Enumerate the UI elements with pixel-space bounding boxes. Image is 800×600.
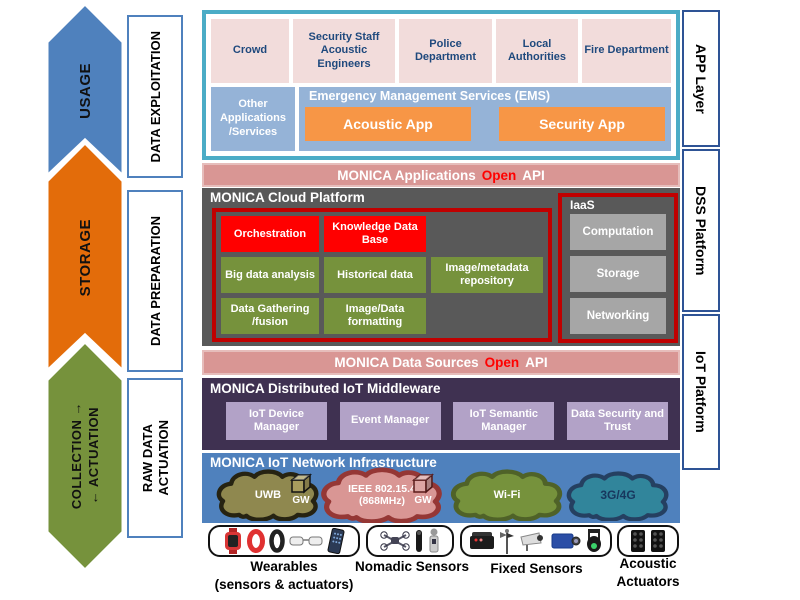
network-panel: MONICA IoT Network Infrastructure UWB IE…	[202, 453, 680, 523]
cloud-shape	[566, 471, 669, 521]
service-image-metadata-repository: Image/metadata repository	[431, 257, 543, 293]
ems-title: Emergency Management Services (EMS)	[309, 89, 551, 103]
fixed-sensors-label: Fixed Sensors	[490, 561, 583, 576]
cctv-camera-icon	[520, 532, 543, 551]
drone-icon	[380, 531, 410, 551]
ieee-label: IEEE 802.15.4 (868MHz)	[348, 482, 416, 507]
sound-meter-icon	[429, 528, 439, 553]
stage-raw-data-actuation: RAW DATA ACTUATION	[127, 378, 183, 538]
data-sources-api-suffix: API	[525, 355, 548, 370]
cloud-core-services: Orchestration Knowledge Data Base Big da…	[212, 208, 552, 342]
wearable-mic-icon	[416, 530, 422, 552]
service-historical-data: Historical data	[324, 257, 426, 293]
gateway-ieee-label: GW	[414, 495, 432, 506]
smartwatch-icon	[225, 528, 241, 554]
stakeholder-fire: Fire Department	[582, 19, 671, 83]
gateway-uwb-label: GW	[292, 495, 310, 506]
usage-arrow-label: USAGE	[76, 63, 94, 119]
uwb-label: UWB	[254, 488, 282, 501]
stakeholder-police: Police Department	[399, 19, 492, 83]
smart-glasses-icon	[289, 536, 323, 546]
ems-apps: Acoustic App Security App	[305, 107, 665, 141]
stakeholder-row: Crowd Security Staff Acoustic Engineers …	[211, 19, 671, 83]
wristband-icon	[247, 529, 265, 553]
speaker-array-icon	[631, 530, 645, 552]
weather-mast-icon	[500, 529, 514, 554]
cellular-label: 3G/4G	[600, 488, 636, 503]
applications-api-bar: MONICA Applications Open API	[202, 163, 680, 187]
stakeholder-security-staff: Security Staff Acoustic Engineers	[293, 19, 395, 83]
side-label-iot-platform: IoT Platform	[682, 314, 720, 470]
iaas-title: IaaS	[570, 198, 595, 212]
cloud-shape	[450, 469, 563, 521]
gateway-cube-icon	[289, 473, 313, 494]
iaas-computation: Computation	[570, 214, 666, 250]
network-title: MONICA IoT Network Infrastructure	[210, 455, 437, 470]
ems-panel: Emergency Management Services (EMS) Acou…	[299, 87, 671, 151]
applications-api-suffix: API	[522, 167, 545, 183]
wearables-group	[208, 525, 360, 557]
acoustic-app-button[interactable]: Acoustic App	[305, 107, 471, 141]
service-orchestration: Orchestration	[221, 216, 319, 252]
lifecycle-arrows	[45, 1, 125, 573]
middleware-title: MONICA Distributed IoT Middleware	[210, 381, 441, 396]
collection-actuation-arrow-label: COLLECTION → ← ACTUATION	[69, 402, 101, 510]
component-event-manager: Event Manager	[339, 402, 441, 440]
other-applications-box: Other Applications /Services	[211, 87, 295, 151]
middleware-components: IoT Device Manager Event Manager IoT Sem…	[226, 402, 668, 440]
applications-api-open: Open	[481, 167, 517, 183]
cellular-cloud: 3G/4G	[564, 471, 672, 521]
middleware-panel: MONICA Distributed IoT Middleware IoT De…	[202, 378, 680, 450]
wearables-label: Wearables (sensors & actuators)	[214, 559, 354, 592]
data-sources-api-prefix: MONICA Data Sources	[334, 355, 479, 370]
nomadic-sensors-group	[366, 525, 454, 557]
storage-arrow	[45, 140, 125, 375]
stakeholder-crowd: Crowd	[211, 19, 289, 83]
collection-actuation-arrow	[45, 339, 125, 573]
wifi-label: Wi-Fi	[493, 488, 521, 501]
security-app-button[interactable]: Security App	[499, 107, 665, 141]
side-label-dss-platform: DSS Platform	[682, 149, 720, 312]
iaas-panel: IaaS Computation Storage Networking	[558, 193, 678, 343]
gateway-uwb: GW	[288, 473, 314, 506]
recorder-icon	[470, 532, 494, 549]
component-data-security-trust: Data Security and Trust	[566, 402, 668, 440]
service-big-data-analysis: Big data analysis	[221, 257, 319, 293]
cloud-platform-panel: MONICA Cloud Platform Orchestration Know…	[202, 188, 680, 346]
gateway-cube-icon	[411, 473, 435, 494]
app-layer-panel: Crowd Security Staff Acoustic Engineers …	[202, 10, 680, 160]
service-image-data-formatting: Image/Data formatting	[324, 298, 426, 334]
data-sources-api-bar: MONICA Data Sources Open API	[202, 350, 680, 375]
storage-arrow-label: STORAGE	[76, 219, 94, 297]
video-camera-icon	[551, 533, 581, 549]
gateway-ieee: GW	[410, 473, 436, 506]
fitness-band-icon	[269, 529, 285, 553]
cloud-platform-title: MONICA Cloud Platform	[210, 190, 365, 205]
wifi-cloud: Wi-Fi	[448, 469, 566, 521]
moving-head-light-icon	[587, 528, 601, 552]
speaker-array-icon	[651, 530, 665, 552]
component-iot-semantic-manager: IoT Semantic Manager	[453, 402, 555, 440]
acoustic-actuators-group	[617, 525, 679, 557]
service-knowledge-data-base: Knowledge Data Base	[324, 216, 426, 252]
service-data-gathering-fusion: Data Gathering /fusion	[221, 298, 319, 334]
nomadic-sensors-label: Nomadic Sensors	[354, 559, 470, 574]
iaas-storage: Storage	[570, 256, 666, 292]
smartphone-icon	[327, 528, 345, 554]
stakeholder-local-authorities: Local Authorities	[496, 19, 578, 83]
ems-row: Other Applications /Services Emergency M…	[211, 87, 671, 151]
acoustic-actuators-label: Acoustic Actuators	[616, 556, 680, 589]
data-sources-api-open: Open	[484, 355, 520, 370]
side-label-app-layer: APP Layer	[682, 10, 720, 147]
fixed-sensors-group	[460, 525, 612, 557]
usage-arrow	[45, 1, 125, 180]
component-iot-device-manager: IoT Device Manager	[226, 402, 327, 440]
stage-data-exploitation: DATA EXPLOITATION	[127, 15, 183, 178]
iaas-networking: Networking	[570, 298, 666, 334]
stage-data-preparation: DATA PREPARATION	[127, 190, 183, 372]
applications-api-prefix: MONICA Applications	[337, 167, 476, 183]
